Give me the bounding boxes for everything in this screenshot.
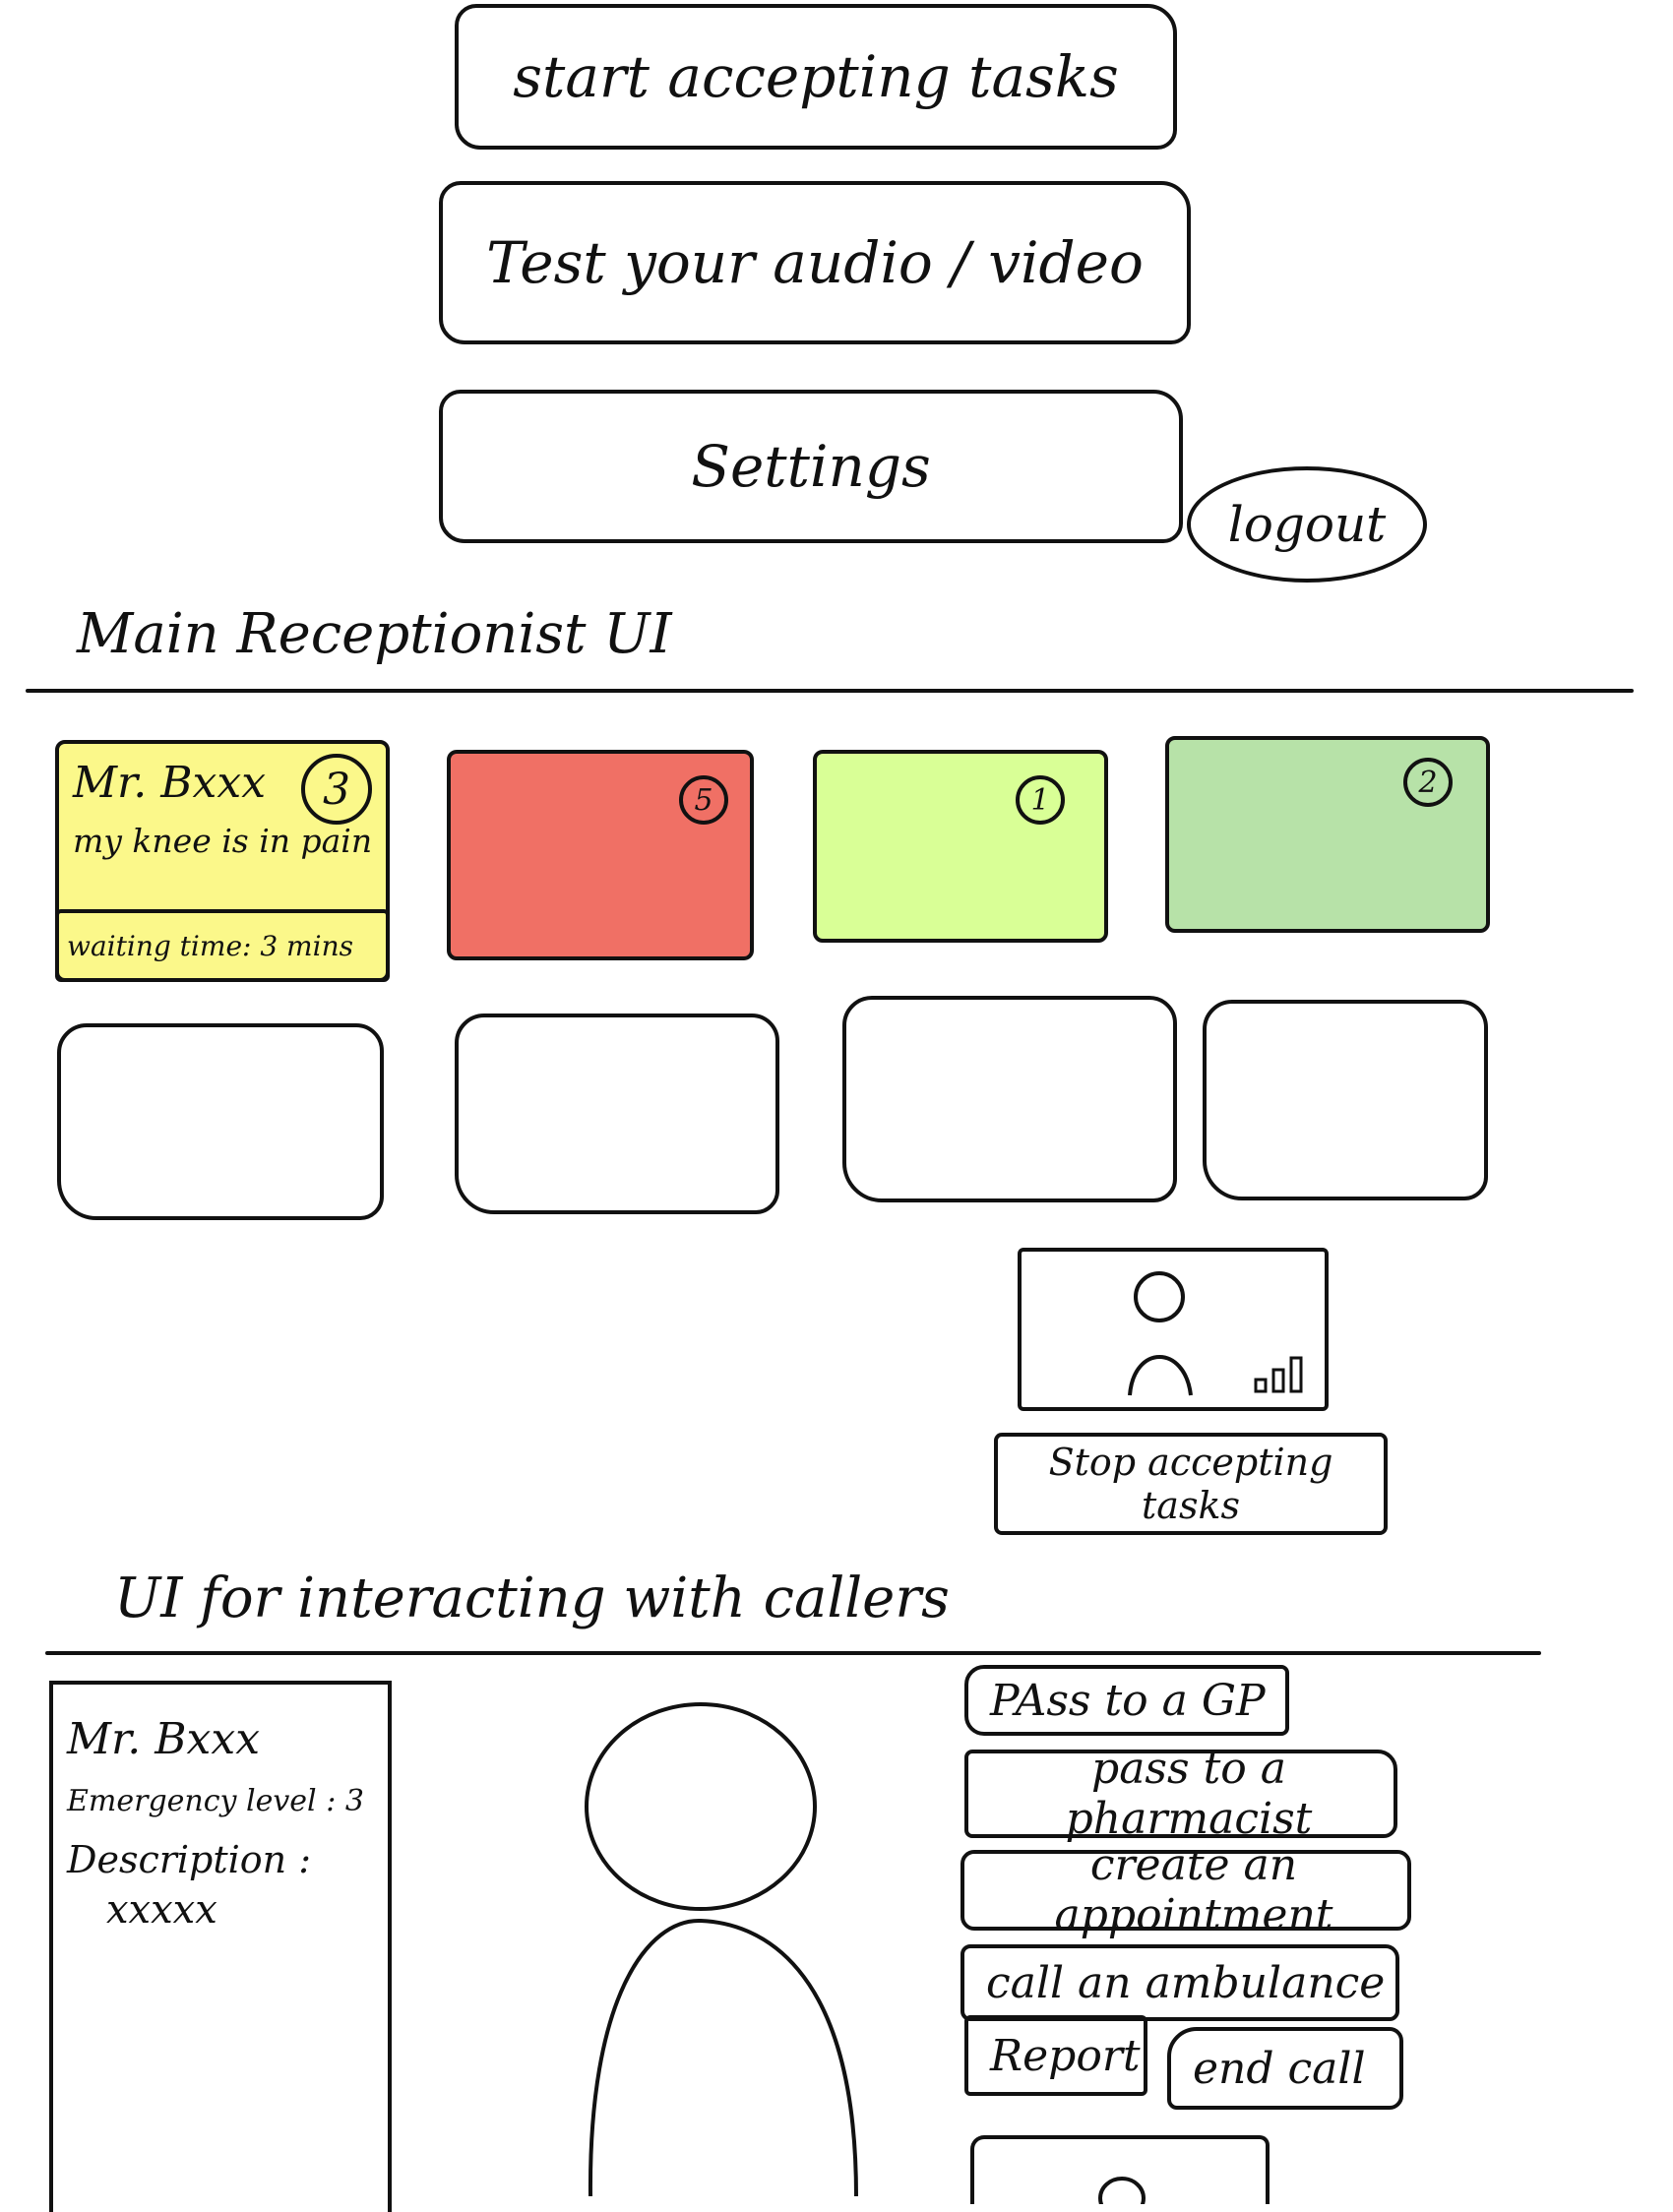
empty-task-slot [842,996,1177,1202]
level-badge: 2 [1403,758,1453,807]
person-silhouette-icon [1128,1271,1193,1396]
caller-info-panel: Mr. Bxxx Emergency level : 3 Description… [49,1681,392,2212]
emergency-level: Emergency level : 3 [67,1784,364,1818]
logout-button[interactable]: logout [1187,466,1427,583]
receptionist-divider [26,689,1634,693]
pass-to-pharmacist-button[interactable]: pass to a pharmacist [964,1744,1397,1844]
level-badge: 1 [1016,775,1065,825]
task-waiting-time: waiting time: 3 mins [55,909,390,982]
task-card[interactable]: Mr. Bxxx my knee is in pain waiting time… [55,740,390,982]
level-badge: 3 [301,754,372,825]
end-call-button[interactable]: end call [1167,2027,1403,2110]
empty-task-slot [1203,1000,1488,1200]
callers-divider [45,1651,1541,1655]
start-accepting-tasks-button[interactable]: start accepting tasks [455,4,1177,150]
call-ambulance-button[interactable]: call an ambulance [960,1944,1399,2021]
task-card[interactable]: 5 [447,750,754,960]
empty-task-slot [455,1014,779,1214]
task-message: my knee is in pain [73,822,373,860]
receptionist-heading: Main Receptionist UI [77,602,672,666]
caller-name: Mr. Bxxx [67,1714,261,1764]
create-appointment-button[interactable]: create an appointment [960,1840,1411,1940]
test-audio-video-button[interactable]: Test your audio / video [439,181,1191,344]
report-button[interactable]: Report [964,2015,1147,2096]
description-label: Description : [67,1838,312,1881]
self-video-preview-partial [970,2135,1270,2204]
caller-video-feed [585,1702,858,2196]
empty-task-slot [57,1023,384,1220]
callers-heading: UI for interacting with callers [114,1567,950,1630]
pass-to-gp-button[interactable]: PAss to a GP [964,1665,1289,1736]
stop-accepting-tasks-button[interactable]: Stop accepting tasks [994,1433,1388,1535]
caller-name: Mr. Bxxx [73,758,267,808]
signal-strength-icon [1254,1356,1303,1393]
task-card[interactable]: 1 [813,750,1108,943]
task-card[interactable]: 2 [1165,736,1490,933]
self-video-preview [1018,1248,1329,1411]
description-value: xxxxx [106,1887,217,1933]
person-silhouette-icon [1098,2177,1146,2204]
settings-button[interactable]: Settings [439,390,1183,543]
level-badge: 5 [679,775,728,825]
